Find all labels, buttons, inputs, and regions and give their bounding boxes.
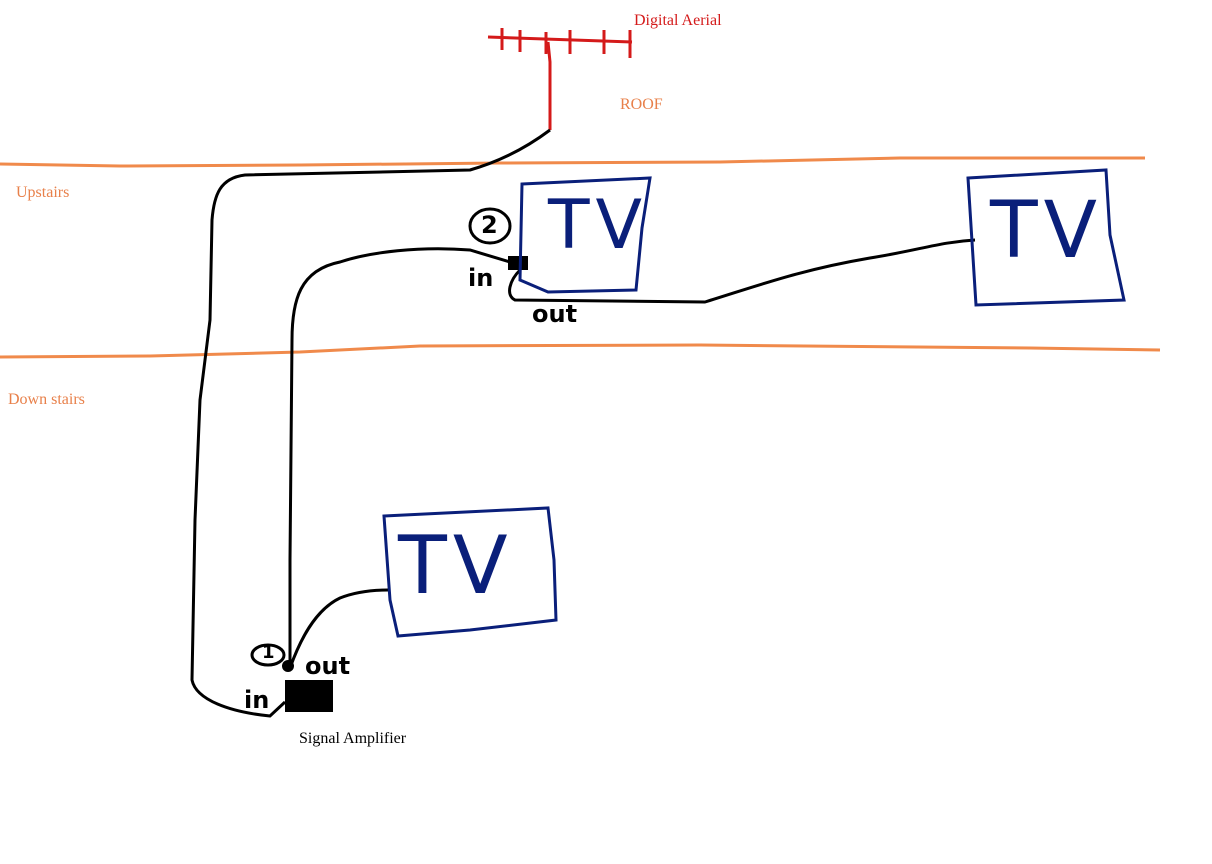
tv2-in-label: in — [468, 264, 494, 292]
roof-label: ROOF — [620, 96, 663, 113]
upstairs-tv-cable — [508, 238, 976, 304]
tv-downstairs-outline — [382, 506, 558, 638]
amp-out-label: out — [305, 652, 351, 680]
tv2-number-label: 2 — [481, 211, 498, 239]
tv-upstairs-left-text: TV — [548, 186, 649, 265]
tv-upstairs-right-outline — [966, 168, 1126, 307]
signal-amplifier-box — [285, 680, 333, 712]
amplifier-label: Signal Amplifier — [299, 730, 407, 747]
aerial-cable — [190, 128, 551, 718]
number-1-circle — [250, 643, 286, 667]
riser-cable — [288, 247, 511, 670]
number-2-circle — [468, 207, 512, 245]
amp-in-label: in — [244, 686, 270, 714]
aerial-icon — [487, 28, 633, 130]
aerial-label: Digital Aerial — [634, 12, 722, 29]
tv-downstairs-text: TV — [398, 519, 514, 612]
downstairs-tv-cable — [288, 588, 389, 669]
tv2-out-label: out — [532, 300, 578, 328]
tv-upstairs-right-text: TV — [990, 186, 1104, 276]
amp-number-label: 1 — [262, 642, 275, 663]
upstairs-label: Upstairs — [16, 184, 70, 201]
tv-upstairs-left-outline — [518, 176, 652, 294]
tv2-port-box — [508, 256, 528, 270]
roof-floor-line — [0, 156, 1145, 168]
amp-out-node — [282, 660, 294, 672]
downstairs-label: Down stairs — [8, 391, 85, 408]
middle-floor-line — [0, 343, 1161, 359]
